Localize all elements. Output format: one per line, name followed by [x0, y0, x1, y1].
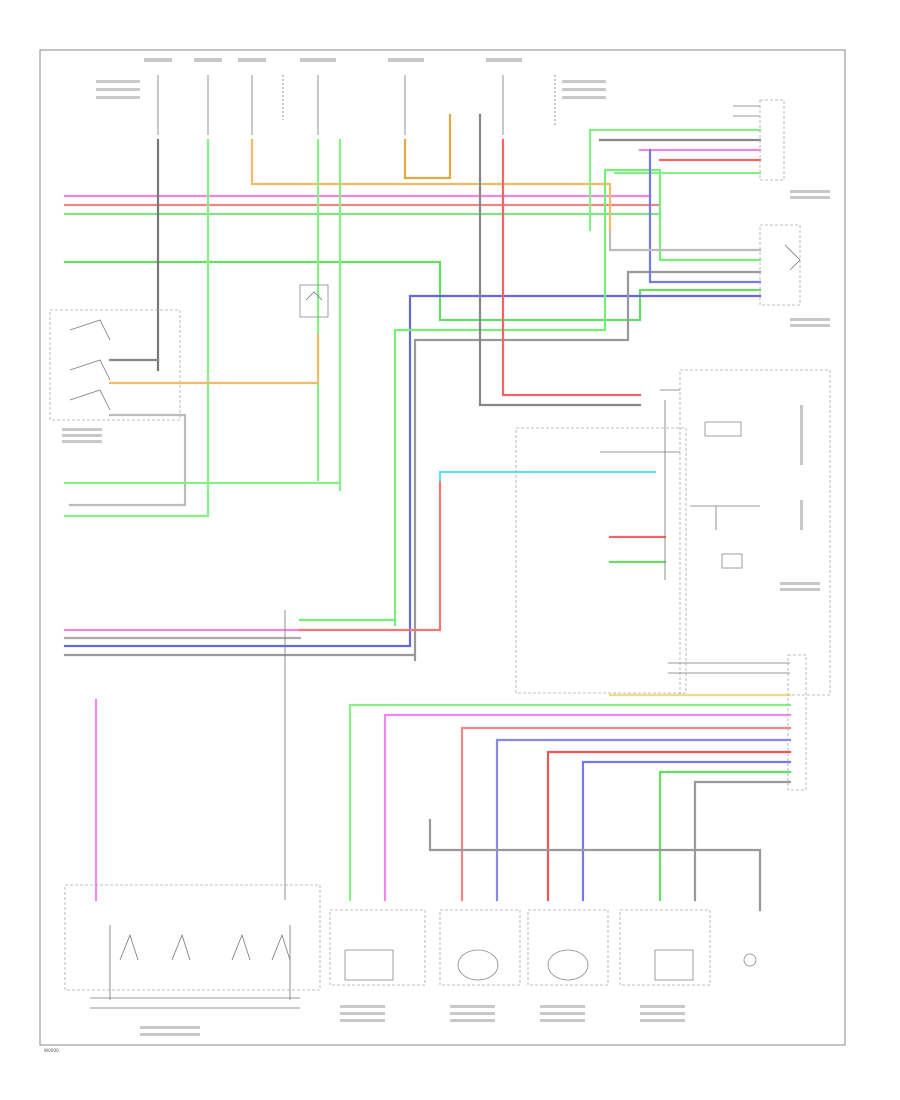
left-switch-assembly [49, 284, 329, 507]
ecu-block [515, 369, 831, 696]
wire-green-3 [393, 168, 762, 627]
wire-orange-v2 [403, 113, 452, 180]
wire-green-h2 [658, 770, 792, 902]
fuse-vertical-wires [156, 113, 642, 517]
wire-blue-h2 [581, 760, 792, 902]
wire-grey-h1 [693, 780, 792, 902]
wire-grey-r2 [608, 230, 762, 252]
wire-red-h1 [460, 726, 792, 902]
wheel-sensors [329, 909, 757, 1022]
wire-red-h2 [546, 750, 792, 902]
wire-grey-1 [413, 270, 762, 662]
right-upper-connector [588, 99, 830, 327]
wire-green-2 [63, 260, 762, 322]
diagram-frame [39, 49, 846, 1046]
top-fuse-group [96, 58, 606, 135]
wire-cyan-1 [438, 470, 657, 482]
sensor-harness [348, 654, 807, 912]
wire-blue-r1 [648, 148, 762, 284]
wire-grey-sw2 [68, 413, 187, 507]
wire-orange-sw [108, 333, 320, 385]
wire-red-2 [298, 478, 442, 632]
wire-pink-h1 [383, 713, 792, 902]
wire-grey-v2 [478, 113, 642, 407]
wire-grey-h2 [428, 818, 762, 912]
wire-green-h1 [348, 703, 792, 902]
wire-orange-v1 [250, 138, 612, 234]
steering-switch [64, 698, 321, 1036]
wire-blue-1 [408, 294, 762, 647]
wire-red-v1 [501, 138, 642, 397]
wire-blue-h1 [495, 738, 792, 902]
left-mid-wires [63, 470, 657, 900]
upper-bus-wires [63, 168, 762, 662]
footer-code: W0000 [44, 1048, 59, 1053]
